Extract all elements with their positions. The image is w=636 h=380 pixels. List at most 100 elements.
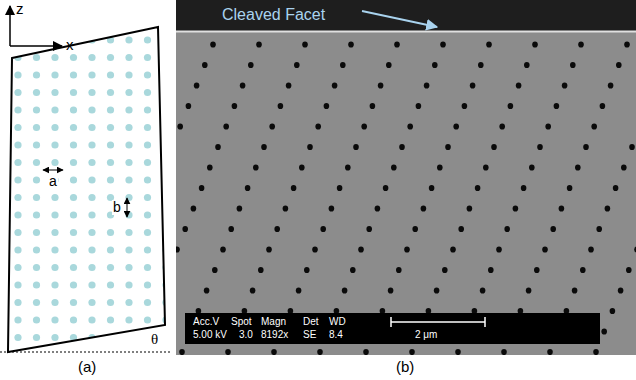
hole-dot: [125, 159, 132, 166]
hole: [212, 267, 218, 273]
hole-dot: [14, 141, 21, 148]
hole-dot: [70, 159, 77, 166]
hole-dot: [125, 264, 132, 271]
hole: [278, 103, 284, 109]
hole-dot: [51, 89, 58, 96]
hole-dot: [88, 316, 95, 323]
hole-dot: [107, 124, 114, 131]
hole-dot: [162, 141, 169, 148]
hole-dot: [125, 246, 132, 253]
hole: [378, 82, 384, 88]
hole: [629, 144, 635, 150]
hole-dot: [70, 299, 77, 306]
facet-edge: [176, 31, 636, 33]
hole: [299, 164, 305, 170]
hole-dot: [33, 89, 40, 96]
hole-dot: [33, 246, 40, 253]
schematic-panel: [0, 6, 172, 359]
hole-dot: [125, 124, 132, 131]
hole: [516, 82, 522, 88]
hole: [294, 62, 300, 68]
hole: [176, 246, 180, 252]
hole-dot: [51, 71, 58, 78]
reference-line: [0, 351, 172, 352]
hole-dot: [14, 299, 21, 306]
hole-dot: [14, 316, 21, 323]
hole: [532, 41, 538, 47]
hole: [421, 205, 427, 211]
hole: [210, 41, 216, 47]
hole-dot: [33, 54, 40, 61]
hole-dot: [162, 316, 169, 323]
hole-dot: [70, 89, 77, 96]
hole-dot: [107, 89, 114, 96]
hole: [353, 144, 359, 150]
hole-dot: [33, 281, 40, 288]
hole-dot: [51, 54, 58, 61]
data-bar-text: 5.00 kV: [193, 329, 227, 340]
hole-dot: [33, 264, 40, 271]
hole: [250, 287, 256, 293]
x-axis: [10, 45, 62, 47]
hole-dot: [33, 71, 40, 78]
hole-dot: [144, 54, 151, 61]
hole-dot: [14, 71, 21, 78]
hole: [240, 82, 246, 88]
hole: [186, 103, 192, 109]
data-bar-text: WD: [329, 316, 346, 327]
hole: [340, 62, 346, 68]
hole: [600, 103, 606, 109]
hole-dot: [70, 176, 77, 183]
hole: [437, 164, 443, 170]
hole-dot: [144, 229, 151, 236]
hole-dot: [88, 176, 95, 183]
hole-dot: [88, 141, 95, 148]
hole: [424, 82, 430, 88]
hole: [228, 226, 234, 232]
hole-dot: [33, 106, 40, 113]
hole-dot: [14, 334, 21, 341]
hole: [550, 226, 556, 232]
hole: [388, 287, 394, 293]
hole-dot: [125, 106, 132, 113]
hole-dot: [51, 334, 58, 341]
hole-dot: [14, 159, 21, 166]
hole: [383, 185, 389, 191]
hole-dot: [125, 54, 132, 61]
angle-label: θ: [150, 331, 159, 348]
hole-dot: [70, 106, 77, 113]
scale-bar-tick: [390, 317, 392, 327]
hole-dot: [162, 36, 169, 43]
hole: [302, 41, 308, 47]
hole-dot: [33, 229, 40, 236]
hole-dot: [70, 194, 77, 201]
data-bar: Acc.VSpotMagnDetWD5.00 kV3.08192xSE8.42 …: [185, 313, 600, 344]
hole-dot: [14, 36, 21, 43]
hole: [450, 246, 456, 252]
hole: [256, 41, 262, 47]
hole-dot: [14, 194, 21, 201]
hole-dot: [125, 229, 132, 236]
hole: [508, 103, 514, 109]
hole: [529, 164, 535, 170]
hole: [248, 62, 254, 68]
axis-label: z: [16, 1, 24, 18]
hole-dot: [144, 211, 151, 218]
dimension-label: a: [48, 174, 58, 189]
hole: [286, 82, 292, 88]
hole: [547, 349, 553, 355]
hole: [562, 82, 568, 88]
hole: [467, 205, 473, 211]
hole-dot: [162, 71, 169, 78]
hole-dot: [51, 264, 58, 271]
hole: [358, 246, 364, 252]
hole-dot: [125, 281, 132, 288]
hole-dot: [70, 229, 77, 236]
hole: [283, 205, 289, 211]
hole-dot: [51, 141, 58, 148]
hole: [266, 246, 272, 252]
hole-dot: [51, 106, 58, 113]
hole: [307, 144, 313, 150]
hole-dot: [14, 211, 21, 218]
